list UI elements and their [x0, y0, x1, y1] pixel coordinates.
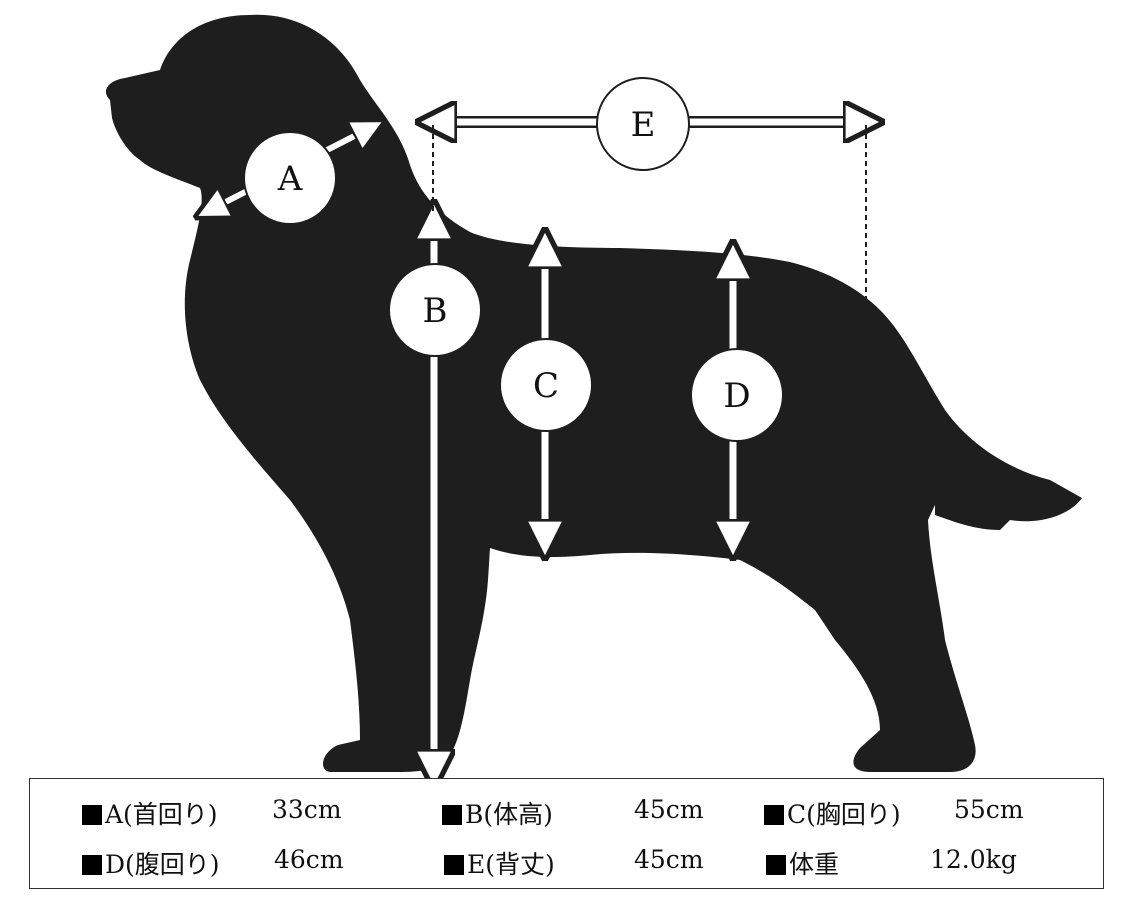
measure-b-value: 45cm — [634, 795, 704, 824]
label-c: C — [500, 339, 592, 431]
bullet-square-icon — [766, 855, 786, 875]
measure-e-label: E(背丈) — [444, 845, 555, 881]
measure-weight-label: 体重 — [766, 845, 839, 881]
bullet-square-icon — [764, 805, 784, 825]
svg-text:D: D — [723, 376, 750, 416]
label-a: A — [244, 132, 336, 224]
measure-d-label: D(腹回り) — [82, 845, 220, 881]
bullet-square-icon — [82, 855, 102, 875]
measure-e-value: 45cm — [634, 845, 704, 874]
measure-b-label: B(体高) — [442, 795, 553, 831]
dog-silhouette — [106, 15, 1082, 772]
bullet-square-icon — [444, 855, 464, 875]
svg-text:A: A — [277, 159, 303, 199]
svg-text:B: B — [423, 291, 448, 331]
label-e: E — [597, 78, 689, 170]
measurement-table: A(首回り) 33cm B(体高) 45cm C(胸回り) 55cm D(腹回り… — [29, 778, 1104, 889]
measure-c-label: C(胸回り) — [764, 795, 901, 831]
measure-a-label: A(首回り) — [82, 795, 218, 831]
measure-a-value: 33cm — [272, 795, 342, 824]
measure-d-value: 46cm — [274, 845, 344, 874]
bullet-square-icon — [82, 805, 102, 825]
svg-text:E: E — [631, 105, 656, 145]
svg-text:C: C — [533, 366, 559, 406]
label-b: B — [389, 264, 481, 356]
label-d: D — [691, 349, 783, 441]
bullet-square-icon — [442, 805, 462, 825]
measure-weight-value: 12.0kg — [930, 845, 1017, 874]
measure-c-value: 55cm — [954, 795, 1024, 824]
